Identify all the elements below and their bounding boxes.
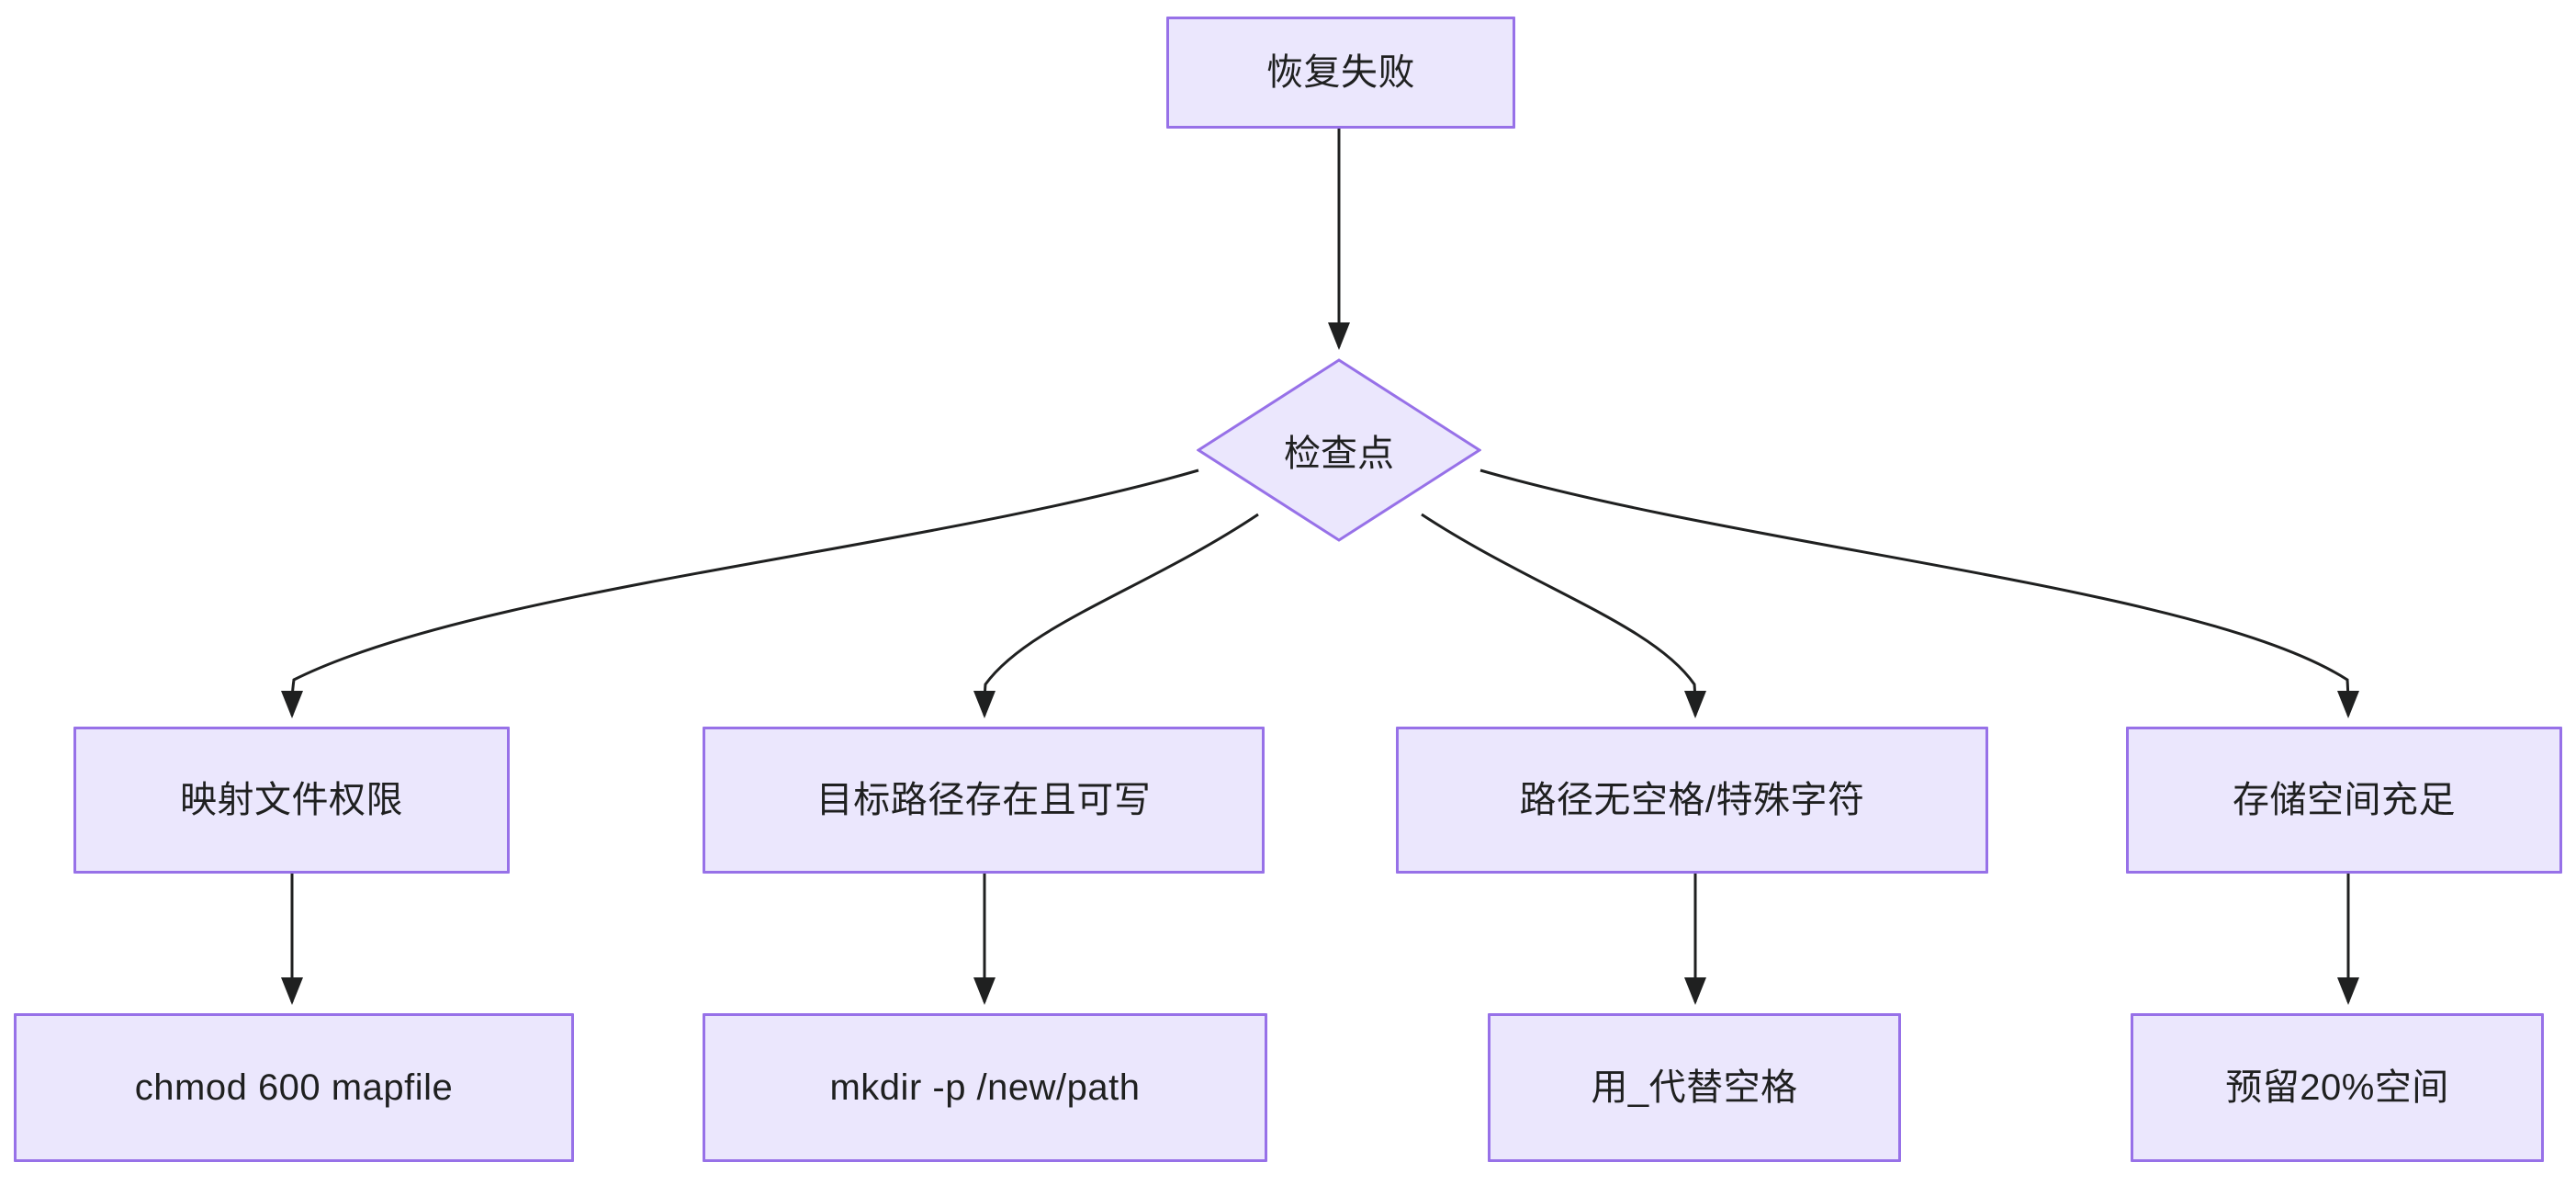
flowchart-node-checkpoint[interactable]: 检查点	[1197, 358, 1481, 542]
flowchart-node-space[interactable]: 存储空间充足	[2126, 727, 2562, 874]
node-label: 目标路径存在且可写	[816, 780, 1152, 820]
node-label: 映射文件权限	[180, 780, 403, 820]
flowchart-node-fail[interactable]: 恢复失败	[1166, 17, 1515, 129]
node-label: 检查点	[1284, 434, 1394, 474]
flowchart-edge	[973, 513, 1259, 718]
flowchart-node-path[interactable]: 目标路径存在且可写	[703, 727, 1265, 874]
diamond-shape-icon	[1197, 358, 1481, 542]
node-label: 存储空间充足	[2233, 780, 2456, 820]
flowchart-node-chmod[interactable]: chmod 600 mapfile	[14, 1013, 574, 1162]
flowchart-node-underscore[interactable]: 用_代替空格	[1488, 1013, 1901, 1162]
flowchart-node-perm[interactable]: 映射文件权限	[73, 727, 510, 874]
node-label: 预留20%空间	[2225, 1067, 2449, 1108]
flowchart-node-chars[interactable]: 路径无空格/特殊字符	[1396, 727, 1988, 874]
flowchart-edge	[1479, 468, 2359, 718]
flowchart-edge	[1421, 513, 1706, 718]
flowchart-node-mkdir[interactable]: mkdir -p /new/path	[703, 1013, 1267, 1162]
node-label: mkdir -p /new/path	[829, 1067, 1141, 1108]
flowchart-edge	[281, 468, 1199, 718]
node-label: 恢复失败	[1266, 52, 1415, 93]
node-label: 用_代替空格	[1591, 1067, 1798, 1108]
flowchart-node-reserve[interactable]: 预留20%空间	[2131, 1013, 2544, 1162]
node-label: 路径无空格/特殊字符	[1519, 780, 1865, 820]
node-label: chmod 600 mapfile	[134, 1067, 454, 1108]
